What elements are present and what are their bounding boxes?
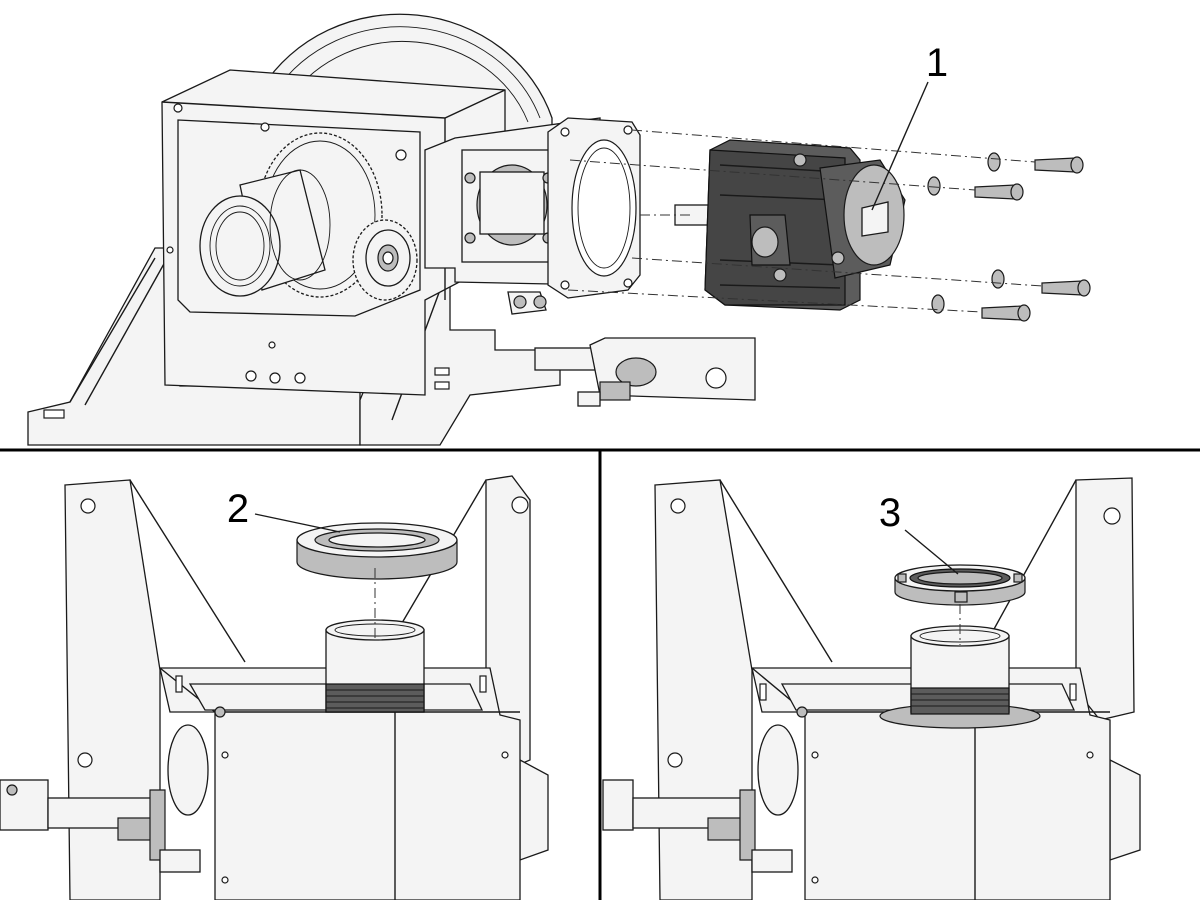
leader-line-1	[871, 81, 929, 211]
bottom-left-panel: 2	[0, 475, 549, 900]
motor-flange	[547, 117, 641, 299]
assembly-lines-top	[567, 129, 1043, 313]
pinion-gear	[352, 219, 418, 301]
mounting-bolts	[927, 152, 1091, 322]
spindle-tube	[199, 169, 331, 297]
rear-flange	[260, 13, 553, 141]
callout-2: 2	[227, 487, 249, 531]
spindle-shaft	[325, 619, 425, 713]
bearing	[296, 522, 458, 580]
leader-line-3	[904, 529, 959, 575]
air-fittings	[507, 291, 756, 407]
top-panel: 1	[27, 13, 1091, 446]
spindle-shaft-seated	[879, 625, 1041, 729]
callout-1: 1	[926, 41, 948, 85]
bottom-right-panel: 3	[602, 477, 1141, 900]
lock-nut	[894, 564, 1026, 606]
servo-motor	[674, 139, 906, 311]
callout-3: 3	[879, 491, 901, 535]
leader-line-2	[254, 513, 341, 533]
